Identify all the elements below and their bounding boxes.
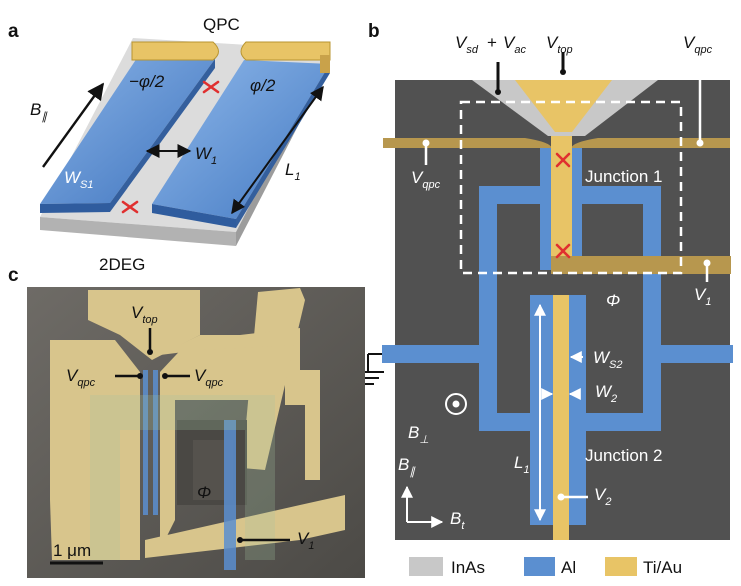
scale-label: 1 μm	[53, 541, 91, 560]
v1-probe-dot	[703, 259, 711, 267]
plus-label: +	[487, 33, 497, 52]
vqpc-right-dot	[696, 139, 704, 147]
junction1-dashed-box	[459, 100, 683, 275]
w2-label: W2	[595, 382, 617, 405]
cross-junction1-bottom	[555, 243, 571, 259]
legend-swatch-al	[524, 557, 555, 576]
b-t-label: Bt	[450, 509, 465, 532]
v2-label: V2	[594, 485, 611, 508]
v1-gate	[551, 256, 731, 274]
v1-probe-c-dot	[237, 537, 243, 543]
cross-bottom-a	[121, 200, 139, 214]
vtop-probe-dot	[560, 69, 566, 75]
b-parallel-arrow	[42, 82, 104, 168]
junction2-gate	[553, 295, 569, 540]
vqpc-right-label-c: Vqpc	[194, 366, 224, 389]
b-perp-circle	[445, 393, 467, 415]
b-perp-label: B⊥	[408, 423, 429, 446]
junction1-label: Junction 1	[585, 167, 663, 186]
vqpc-left-dot	[422, 139, 430, 147]
cross-top-a	[202, 80, 220, 94]
l1-arrow-a	[231, 85, 324, 215]
al-strip-left	[40, 58, 215, 204]
vsd-probe-dot	[495, 89, 501, 95]
phi-label-b: Φ	[606, 291, 620, 310]
legend-label-al: Al	[561, 558, 576, 577]
junction1-gate	[551, 136, 572, 268]
vsd-label: Vsd	[455, 33, 479, 56]
qpc-label: QPC	[203, 15, 240, 34]
vqpc-right-probe-c-dot	[162, 373, 168, 379]
substrate-front	[40, 217, 236, 246]
panel-a: a QPC −φ/2 φ/2 B∥ W1 WS1	[8, 15, 331, 274]
qpc-gate-left-b	[383, 138, 552, 148]
ws2-label: WS2	[593, 348, 623, 371]
b-par-label-b: B∥	[398, 455, 416, 478]
sem-gold-gates	[50, 288, 345, 560]
v1-label-b: V1	[694, 285, 711, 308]
legend-label-inas: InAs	[451, 558, 485, 577]
legend-swatch-tiau	[605, 557, 637, 576]
junction2-label: Junction 2	[585, 446, 663, 465]
panel-b-letter: b	[368, 21, 380, 42]
b-perp-dot	[452, 400, 460, 408]
v2-probe-dot	[557, 493, 565, 501]
legend: InAs Al Ti/Au	[409, 557, 682, 577]
qpc-gate-left	[131, 41, 219, 61]
vtop-label-b: Vtop	[546, 33, 573, 56]
phase-left-label: −φ/2	[129, 72, 165, 91]
l1-label-a: L1	[285, 160, 301, 183]
cross-junction1-top	[555, 152, 571, 168]
b-parallel-label-a: B∥	[30, 100, 48, 123]
2deg-label: 2DEG	[99, 255, 145, 274]
al-strip-left-front	[40, 203, 110, 213]
panel-b: b	[352, 21, 733, 540]
legend-label-tiau: Ti/Au	[643, 558, 682, 577]
vqpc-left-label-b: Vqpc	[411, 168, 441, 191]
al-strip-left-side	[110, 59, 215, 212]
sem-loop-overlay	[90, 395, 275, 560]
panel-c: c Vtop	[8, 265, 365, 578]
phi-label-c: Φ	[197, 483, 211, 502]
vqpc-right-label-b: Vqpc	[683, 33, 713, 56]
vqpc-left-label-c: Vqpc	[66, 366, 96, 389]
top-gate	[515, 80, 612, 132]
sem-al-lines	[143, 370, 236, 570]
phase-right-label: φ/2	[250, 76, 276, 95]
w1-label: W1	[195, 144, 217, 167]
panel-c-letter: c	[8, 265, 19, 286]
l1-label-b: L1	[514, 453, 530, 476]
vqpc-left-probe-c-dot	[137, 373, 143, 379]
v1-label-c: V1	[297, 529, 314, 552]
ws1-label: WS1	[64, 168, 94, 191]
vac-label: Vac	[503, 33, 526, 56]
legend-swatch-inas	[409, 557, 443, 576]
panel-a-letter: a	[8, 21, 19, 42]
vtop-label-c: Vtop	[131, 303, 158, 326]
qpc-gate-right	[240, 41, 331, 61]
qpc-gate-right-b	[571, 138, 730, 148]
al-strip-right-front	[152, 204, 236, 228]
qpc-gate-side	[320, 55, 330, 73]
vtop-probe-c-dot	[147, 349, 153, 355]
